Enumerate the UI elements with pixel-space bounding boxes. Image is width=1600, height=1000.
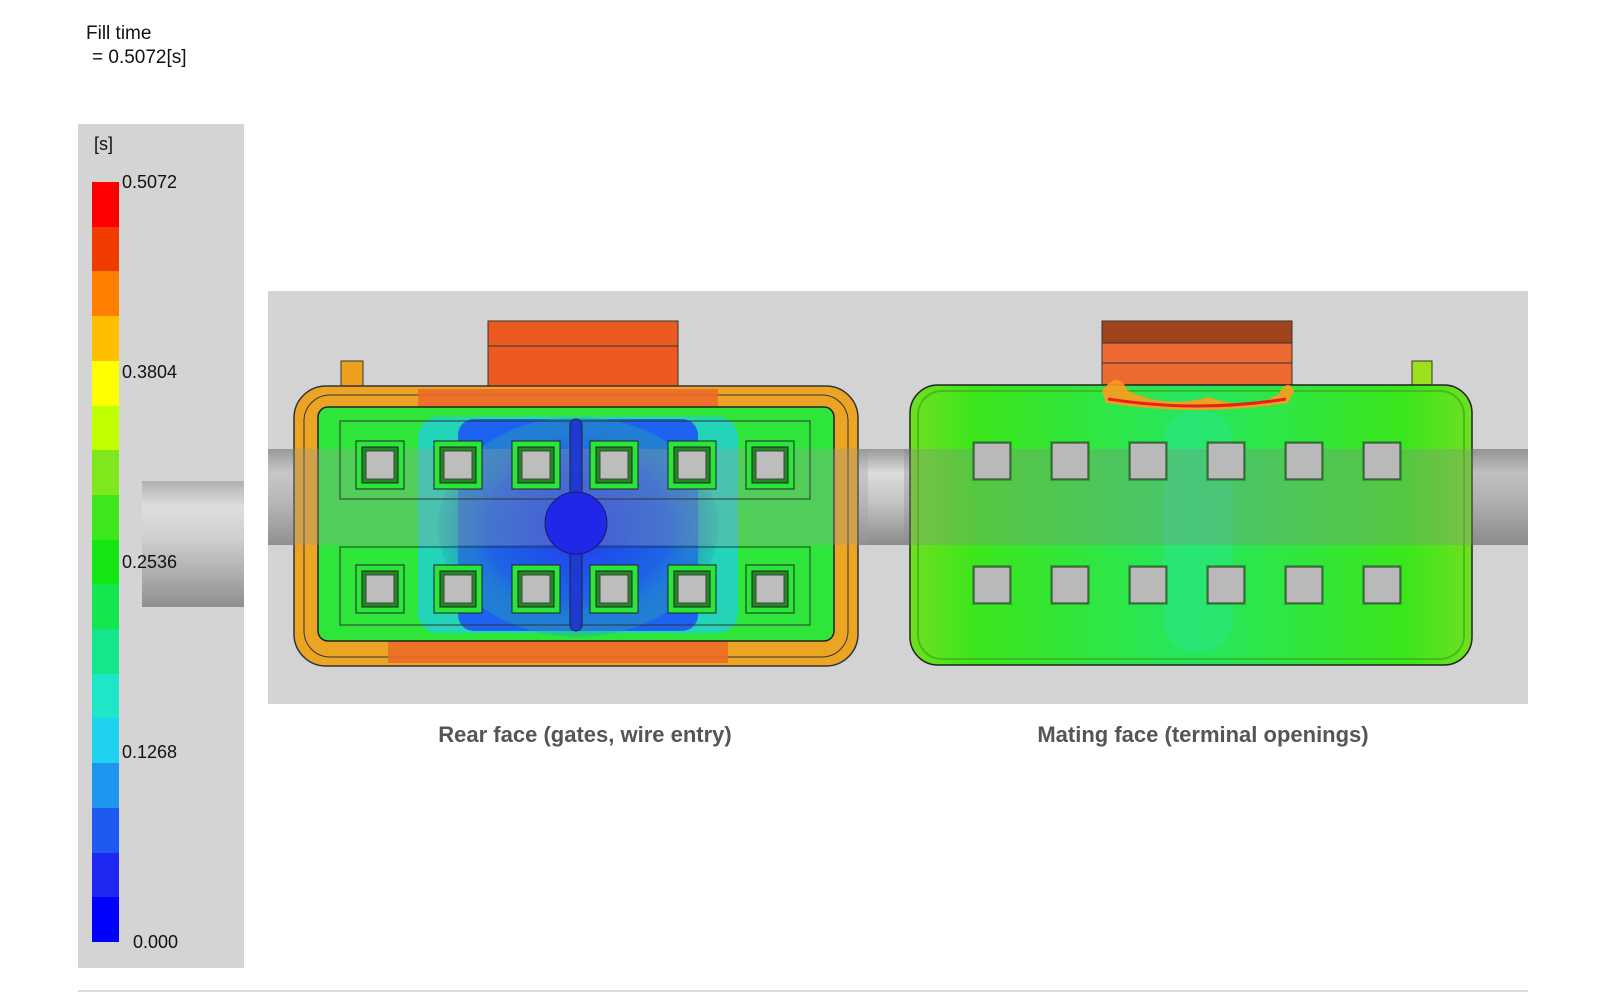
rear-terminal-cavity: [355, 564, 405, 614]
mating-terminal-opening: [1128, 565, 1168, 605]
rear-terminal-cavity: [511, 440, 561, 490]
legend-color-bar: [92, 182, 119, 942]
legend-band: [92, 450, 119, 495]
rear-terminal-cavity: [667, 564, 717, 614]
legend-tick-min: 0.000: [133, 932, 179, 952]
legend-band: [92, 718, 119, 764]
rear-terminal-cavity: [745, 440, 795, 490]
legend-band: [92, 271, 119, 317]
legend-band: [92, 807, 119, 853]
mating-terminal-opening: [972, 565, 1012, 605]
model-viewport[interactable]: [268, 291, 1528, 704]
rear-terminal-cavity: [511, 564, 561, 614]
mating-terminal-opening: [1284, 441, 1324, 481]
mating-terminal-opening: [1284, 565, 1324, 605]
rear-face-caption: Rear face (gates, wire entry): [438, 722, 732, 747]
result-title: Fill time = 0.5072[s]: [86, 22, 187, 70]
mating-terminal-opening: [1206, 441, 1246, 481]
legend-tick-max: 0.5072: [122, 172, 178, 192]
legend-band: [92, 360, 119, 406]
legend-band: [92, 494, 119, 540]
mating-terminal-opening: [972, 441, 1012, 481]
legend-band: [92, 763, 119, 808]
mating-terminal-opening: [1128, 441, 1168, 481]
model-render: [268, 320, 1528, 667]
rear-terminal-cavity: [433, 564, 483, 614]
legend-band: [92, 897, 119, 942]
rear-terminal-cavity: [433, 440, 483, 490]
runner-stub: [142, 481, 244, 607]
rear-terminal-cavity: [745, 564, 795, 614]
mating-terminal-opening: [1362, 565, 1402, 605]
rear-terminal-cavity: [589, 564, 639, 614]
legend-band: [92, 673, 119, 719]
legend-tick-1: 0.1268: [122, 742, 178, 762]
mating-terminal-opening: [1206, 565, 1246, 605]
mating-terminal-opening: [1362, 441, 1402, 481]
legend-tick-3: 0.3804: [122, 362, 178, 382]
mating-terminal-opening: [1050, 565, 1090, 605]
result-name: Fill time: [86, 23, 152, 44]
rear-terminal-cavity: [355, 440, 405, 490]
legend-unit: [s]: [94, 134, 114, 154]
legend-band: [92, 584, 119, 630]
footer-divider: [78, 990, 1528, 992]
legend-tick-2: 0.2536: [122, 552, 178, 572]
legend-band: [92, 226, 119, 272]
legend-band: [92, 852, 119, 898]
legend-band: [92, 539, 119, 585]
rear-terminal-cavity: [589, 440, 639, 490]
legend-band: [92, 405, 119, 451]
mating-terminal-opening: [1050, 441, 1090, 481]
result-value: = 0.5072[s]: [92, 47, 187, 68]
rear-face-part: [268, 320, 868, 667]
legend-band: [92, 316, 119, 361]
legend-band: [92, 182, 119, 227]
legend-band: [92, 629, 119, 674]
mating-face-caption: Mating face (terminal openings): [1037, 722, 1369, 747]
rear-terminal-cavity: [667, 440, 717, 490]
mating-face-part: [904, 320, 1528, 666]
